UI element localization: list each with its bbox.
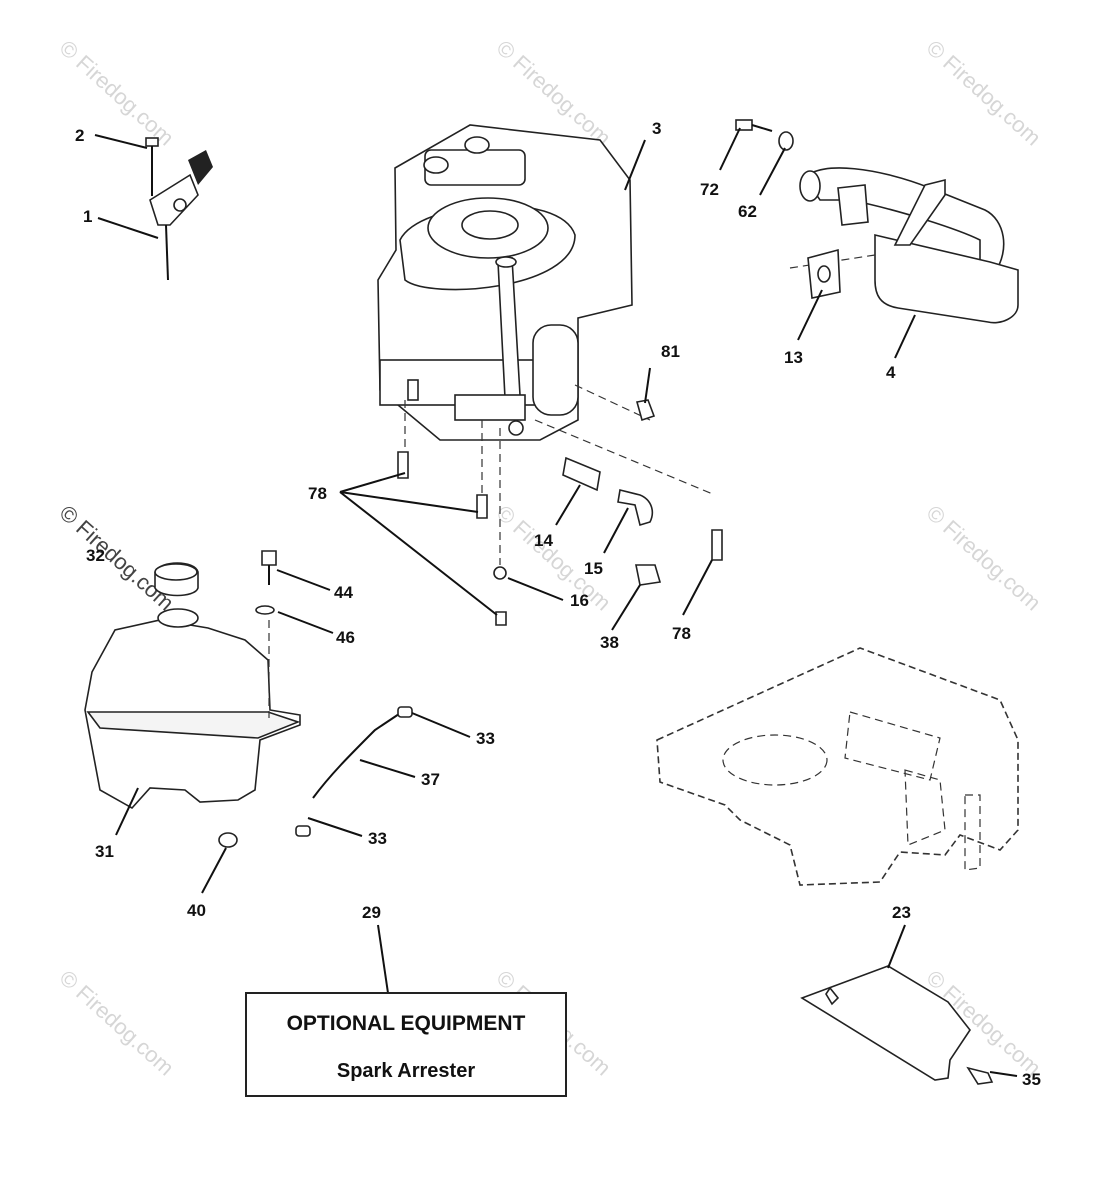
- callout-81: 81: [661, 342, 680, 361]
- callout-35: 35: [1022, 1070, 1041, 1089]
- watermark-4: © Firedog.com: [492, 500, 616, 615]
- bracket-icon: [800, 965, 994, 1085]
- muffler-icon: [735, 119, 1019, 324]
- callout-29: 29: [362, 903, 381, 922]
- callout-78-right: 78: [672, 624, 691, 643]
- leader-lines: [94, 127, 1018, 1077]
- callout-13: 13: [784, 348, 803, 367]
- spark-arrester-label: Spark Arrester: [337, 1060, 475, 1082]
- optional-equipment-title: OPTIONAL EQUIPMENT: [287, 1012, 526, 1035]
- callout-15: 15: [584, 559, 603, 578]
- callout-23: 23: [892, 903, 911, 922]
- callout-1: 1: [83, 207, 92, 226]
- callout-33-lower: 33: [368, 829, 387, 848]
- callout-40: 40: [187, 901, 206, 920]
- callout-32: 32: [86, 546, 105, 565]
- callout-33-upper: 33: [476, 729, 495, 748]
- callout-38: 38: [600, 633, 619, 652]
- watermark-5: © Firedog.com: [922, 500, 1046, 615]
- optional-equipment-box: OPTIONAL EQUIPMENT Spark Arrester: [245, 992, 567, 1097]
- fittings-icon: [397, 399, 723, 626]
- watermark-3: © Firedog.com: [922, 35, 1046, 150]
- frame-icon: [656, 647, 1019, 886]
- callout-31: 31: [95, 842, 114, 861]
- watermark-6: © Firedog.com: [55, 965, 179, 1080]
- callout-62: 62: [738, 202, 757, 221]
- callout-72: 72: [700, 180, 719, 199]
- throttle-control-icon: [145, 137, 213, 281]
- engine-icon: [377, 124, 716, 565]
- callout-2: 2: [75, 126, 84, 145]
- watermark-dark: © Firedog.com: [55, 500, 179, 615]
- callout-3: 3: [652, 119, 661, 138]
- callout-16: 16: [570, 591, 589, 610]
- callout-4: 4: [886, 363, 896, 382]
- callout-37: 37: [421, 770, 440, 789]
- fuel-tank-icon: [84, 550, 413, 848]
- callout-14: 14: [534, 531, 553, 550]
- callout-labels: 1 2 3 4 13 14 15 16 23 29 31 32 33 33 35…: [75, 119, 1041, 1089]
- watermark-1: © Firedog.com: [55, 35, 179, 150]
- callout-78-left: 78: [308, 484, 327, 503]
- callout-44: 44: [334, 583, 353, 602]
- callout-46: 46: [336, 628, 355, 647]
